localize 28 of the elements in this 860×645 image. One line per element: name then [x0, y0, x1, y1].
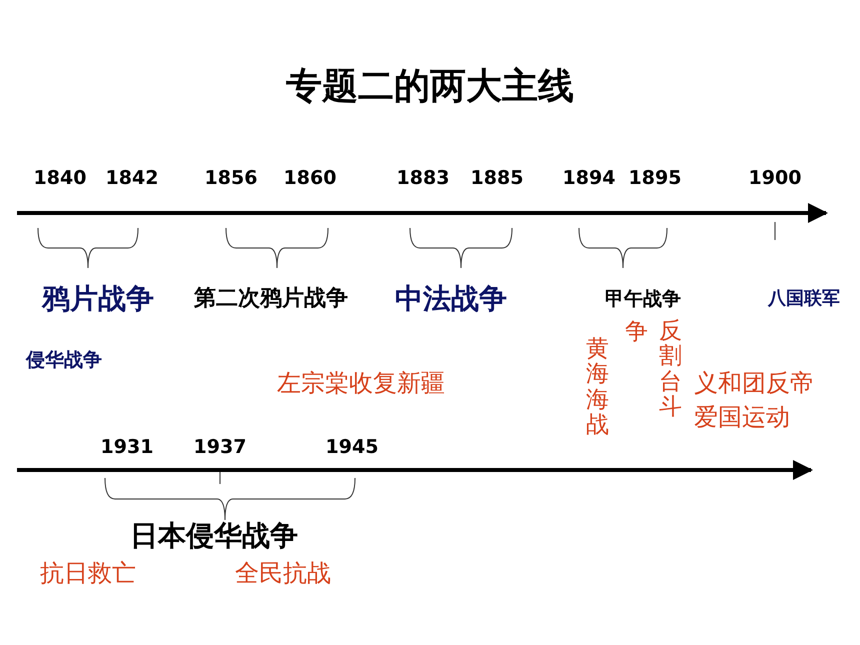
year-label: 1900	[748, 168, 802, 190]
war-label: 甲午战争	[605, 289, 681, 311]
war-label: 日本侵华战争	[130, 520, 298, 552]
year-label: 1883	[396, 168, 450, 190]
event-label: 争	[625, 319, 648, 346]
war-label: 第二次鸦片战争	[194, 286, 348, 312]
year-label: 1842	[104, 168, 160, 190]
event-label: 左宗棠收复新疆	[277, 370, 445, 398]
event-label: 反割台斗	[659, 319, 682, 420]
war-label: 中法战争	[395, 283, 507, 316]
year-label: 1840	[32, 168, 88, 190]
year-label: 1860	[282, 168, 338, 190]
event-label: 爱国运动	[694, 404, 790, 432]
war-label: 鸦片战争	[42, 283, 154, 316]
event-label: 抗日救亡	[40, 560, 136, 588]
year-label: 1937	[192, 437, 248, 459]
year-label: 1895	[628, 168, 682, 190]
event-label: 黄海海战	[586, 337, 609, 438]
event-label: 义和团反帝	[694, 370, 814, 398]
event-label: 全民抗战	[235, 560, 331, 588]
year-label: 1856	[204, 168, 258, 190]
year-label: 1894	[562, 168, 616, 190]
war-label: 侵华战争	[26, 350, 102, 372]
title: 专题二的两大主线	[285, 66, 575, 108]
war-label: 八国联军	[768, 289, 840, 310]
year-label: 1885	[470, 168, 524, 190]
year-label: 1945	[324, 437, 380, 459]
year-label: 1931	[100, 437, 154, 459]
